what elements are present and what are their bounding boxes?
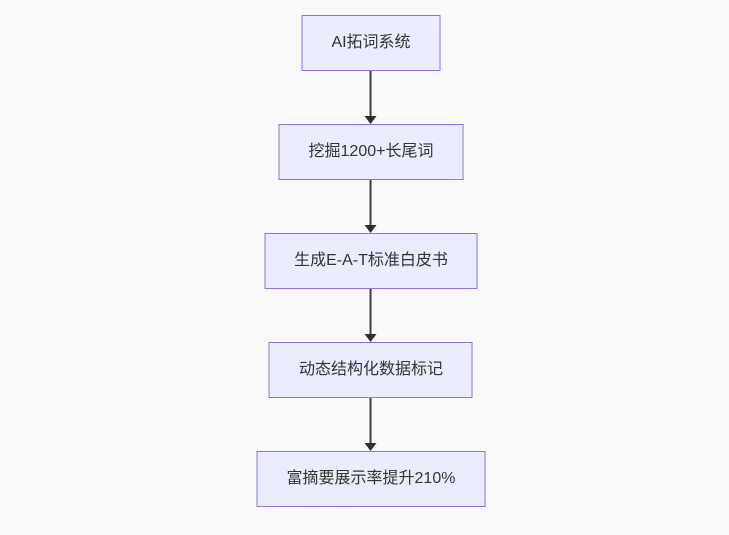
flowchart: AI拓词系统 挖掘1200+长尾词 生成E-A-T标准白皮书 动态结构化数据标记 — [256, 15, 486, 507]
flow-node-label: 挖掘1200+长尾词 — [308, 143, 434, 160]
flow-node-ai-keyword-system: AI拓词系统 — [301, 15, 441, 71]
flow-node-label: 富摘要展示率提升210% — [286, 470, 456, 487]
arrow-line — [370, 289, 372, 334]
flow-arrow-4-5 — [365, 398, 377, 451]
flow-node-label: 生成E-A-T标准白皮书 — [294, 252, 448, 269]
flow-node-longtail-mining: 挖掘1200+长尾词 — [278, 124, 464, 180]
flow-node-label: 动态结构化数据标记 — [298, 361, 443, 378]
flow-node-rich-snippet-rate: 富摘要展示率提升210% — [256, 451, 486, 507]
flow-arrow-3-4 — [365, 289, 377, 342]
flow-arrow-1-2 — [365, 71, 377, 124]
arrow-head-icon — [365, 116, 377, 124]
arrow-head-icon — [365, 225, 377, 233]
flow-node-eat-whitepaper: 生成E-A-T标准白皮书 — [264, 233, 478, 289]
arrow-line — [370, 398, 372, 443]
flow-arrow-2-3 — [365, 180, 377, 233]
arrow-line — [370, 71, 372, 116]
arrow-head-icon — [365, 334, 377, 342]
arrow-line — [370, 180, 372, 225]
flow-node-label: AI拓词系统 — [331, 34, 411, 51]
arrow-head-icon — [365, 443, 377, 451]
flow-node-structured-data-markup: 动态结构化数据标记 — [268, 342, 473, 398]
